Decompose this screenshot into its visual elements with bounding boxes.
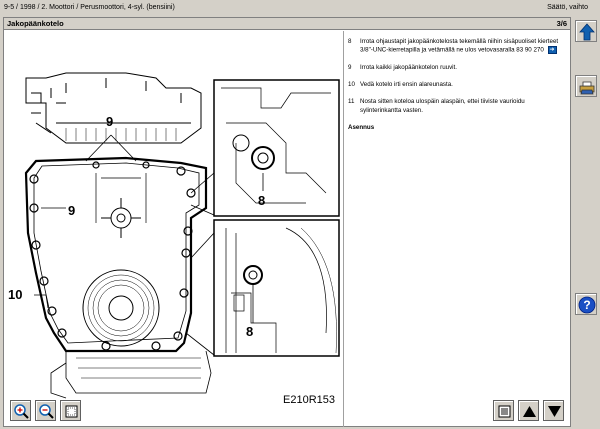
arrow-up-icon bbox=[579, 23, 595, 41]
previous-page-button[interactable] bbox=[518, 400, 539, 421]
callout-9-top: 9 bbox=[106, 114, 113, 129]
step-10: 10 Vedä kotelo irti ensin alareunasta. bbox=[348, 81, 566, 89]
callout-9-left: 9 bbox=[68, 203, 75, 218]
help-icon: ? bbox=[578, 296, 596, 314]
page-title: Jakopäänkotelo bbox=[7, 19, 64, 28]
step-9: 9 Irrota kaikki jakopäänkotelon ruuvit. bbox=[348, 64, 566, 72]
triangle-up-icon bbox=[523, 406, 536, 417]
print-button[interactable] bbox=[575, 75, 597, 97]
section-heading: Asennus bbox=[348, 123, 375, 131]
breadcrumb: 9-5 / 1998 / 2. Moottori / Perusmoottori… bbox=[4, 4, 175, 11]
step-11: 11 Nosta sitten koteloa ulospäin alaspäi… bbox=[348, 98, 566, 114]
step-number: 9 bbox=[348, 64, 352, 72]
up-button[interactable] bbox=[575, 20, 597, 42]
callout-8-bottom: 8 bbox=[246, 324, 253, 339]
column-divider bbox=[343, 31, 344, 427]
document-titlebar: Jakopäänkotelo 3/6 bbox=[4, 18, 570, 30]
tool-link-icon[interactable]: ➜ bbox=[547, 46, 557, 55]
zoom-in-icon bbox=[14, 404, 29, 419]
help-button[interactable]: ? bbox=[575, 293, 597, 315]
step-text: Vedä kotelo irti ensin alareunasta. bbox=[360, 81, 453, 89]
step-text: Nosta sitten koteloa ulospäin alaspäin, … bbox=[360, 98, 525, 114]
fit-page-icon bbox=[65, 405, 78, 418]
step-text: Irrota kaikki jakopäänkotelon ruuvit. bbox=[360, 64, 457, 72]
fit-page-button[interactable] bbox=[60, 400, 81, 421]
callout-8-top: 8 bbox=[258, 193, 265, 208]
svg-text:?: ? bbox=[583, 298, 590, 312]
zoom-out-button[interactable] bbox=[35, 400, 56, 421]
step-number: 8 bbox=[348, 38, 352, 45]
step-number: 11 bbox=[348, 98, 355, 106]
triangle-down-icon bbox=[548, 406, 561, 417]
printer-icon bbox=[579, 81, 595, 95]
zoom-in-button[interactable] bbox=[10, 400, 31, 421]
section-label: Säätö, vaihto bbox=[547, 4, 588, 11]
step-number: 10 bbox=[348, 81, 355, 89]
instruction-text: 8 Irrota ohjaustapit jakopäänkotelosta t… bbox=[348, 38, 566, 132]
timing-cover-illustration: 9 9 10 8 8 E210R153 bbox=[8, 72, 340, 406]
page-indicator: 3/6 bbox=[556, 19, 567, 28]
top-bar: 9-5 / 1998 / 2. Moottori / Perusmoottori… bbox=[0, 0, 600, 17]
callout-10: 10 bbox=[8, 287, 22, 302]
next-page-button[interactable] bbox=[543, 400, 564, 421]
step-text: Irrota ohjaustapit jakopäänkotelosta tek… bbox=[360, 38, 559, 54]
zoom-out-icon bbox=[39, 404, 54, 419]
overview-button[interactable] bbox=[493, 400, 514, 421]
step-8: 8 Irrota ohjaustapit jakopäänkotelosta t… bbox=[348, 38, 566, 55]
figure-code: E210R153 bbox=[283, 394, 335, 406]
document-panel: Jakopäänkotelo 3/6 bbox=[3, 17, 571, 427]
overview-icon bbox=[498, 405, 511, 418]
